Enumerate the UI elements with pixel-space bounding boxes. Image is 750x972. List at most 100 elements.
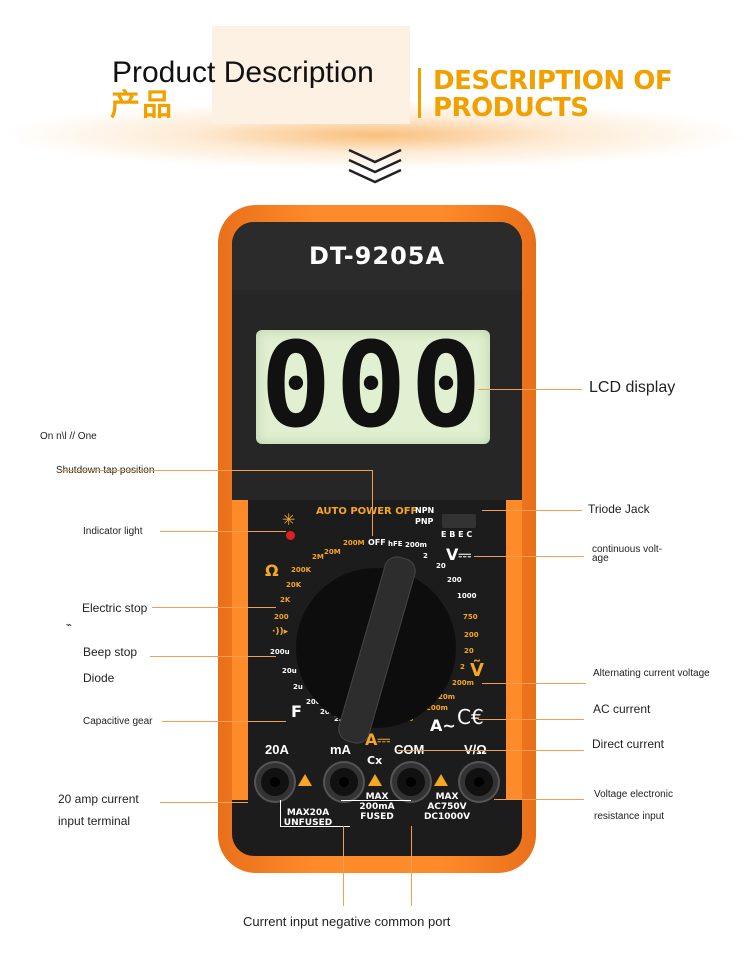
callout-lcd: LCD display [589, 379, 676, 396]
pnp-label: PNP [415, 517, 434, 526]
aac-range-1: 200m [426, 704, 448, 712]
warning-icon [368, 774, 382, 786]
callout-cont-volt-line2: age [592, 553, 609, 564]
callout-20a-line2: input terminal [58, 814, 131, 828]
dcv-range-1: 2 [423, 552, 428, 560]
cap-range-3: 200n [306, 698, 326, 706]
triode-jack-socket[interactable] [442, 514, 476, 528]
resistor-icon: ⌁ [66, 620, 73, 631]
callout-indicator: Indicator light [83, 526, 143, 537]
port-label-com: COM [394, 742, 425, 757]
ac-volt-symbol: Ṽ [470, 660, 484, 681]
aac-range-0: 20m [438, 693, 456, 701]
ohm-range-3: 200K [291, 566, 312, 574]
callout-common-port: Current input negative common port [243, 914, 451, 929]
dcv-range-2: 20 [436, 562, 446, 570]
limit-20a: MAX20A UNFUSED [283, 808, 333, 828]
ohm-range-4: 20K [286, 581, 302, 589]
callout-volt-res-line2: resistance input [594, 811, 665, 822]
auto-power-off-label: AUTO POWER OFF [316, 506, 418, 517]
acv-range-4: 200m [452, 679, 474, 687]
sun-icon: ✳ [282, 512, 296, 529]
acv-range-3: 2 [460, 663, 465, 671]
leader-line [482, 683, 586, 684]
dcv-range-4: 1000 [457, 592, 477, 600]
diode-symbol-icon: ·))▸ [272, 627, 289, 637]
meter-top-band [232, 222, 522, 294]
meter-model: DT-9205A [308, 242, 446, 270]
acv-range-0: 750 [463, 613, 478, 621]
leader-line [372, 470, 373, 536]
lcd-display [256, 330, 490, 444]
dc-amp-symbol: A⎓ [365, 730, 391, 749]
header-title-cn: 产品 [110, 89, 174, 122]
cap-range-0: 200u [270, 648, 290, 656]
dcv-range-0: 200m [405, 541, 427, 549]
header-title-en: DESCRIPTION OF PRODUCTS [433, 66, 673, 123]
ohm-range-6: 200 [274, 613, 289, 621]
callout-beep-stop: Beep stop [83, 645, 138, 659]
leader-line [411, 826, 412, 906]
leader-line [343, 826, 344, 906]
leader-line [60, 470, 372, 471]
header-divider [418, 68, 421, 118]
ac-amp-symbol: A~ [430, 716, 456, 735]
callout-on-off: On n\l // One [40, 431, 97, 442]
callout-capacitive: Capacitive gear [83, 716, 153, 727]
leader-line [478, 719, 584, 720]
leader-line [160, 802, 248, 803]
cap-range-2: 2u [293, 683, 303, 691]
leader-line [160, 531, 286, 532]
callout-diode: Diode [83, 671, 115, 685]
leader-line [152, 607, 276, 608]
header-title-en-line2: PRODUCTS [433, 93, 589, 123]
callout-volt-res-line1: Voltage electronic [594, 789, 673, 800]
hfe-label: hFE [388, 540, 403, 548]
leader-line [482, 510, 582, 511]
limit-ma: MAX 200mA FUSED [359, 792, 395, 822]
dc-volt-symbol: V⎓ [446, 545, 472, 564]
warning-icon [434, 774, 448, 786]
cap-range-1: 20u [282, 667, 297, 675]
bracket-line [280, 800, 281, 826]
npn-label: NPN [415, 506, 435, 515]
limit-v: MAX AC750V DC1000V [423, 792, 471, 822]
page-title: Product Description [112, 56, 374, 89]
port-label-20a: 20A [265, 742, 289, 757]
warning-icon [298, 774, 312, 786]
jack-com[interactable] [392, 763, 430, 801]
bracket-line [341, 800, 411, 801]
leader-line [162, 721, 286, 722]
callout-ac-current: AC current [593, 702, 651, 716]
ohm-range-5: 2K [280, 596, 291, 604]
side-trim-right [506, 500, 522, 800]
callout-20a-line1: 20 amp current [58, 792, 139, 806]
callout-electric-stop: Electric stop [82, 601, 148, 615]
port-label-ma: mA [330, 742, 351, 757]
callout-triode: Triode Jack [588, 502, 650, 516]
dcv-range-3: 200 [447, 576, 462, 584]
capacitance-symbol: F [291, 702, 302, 721]
off-label: OFF [368, 538, 386, 547]
header-title-en-line1: DESCRIPTION OF [433, 66, 673, 96]
leader-line [398, 750, 584, 751]
chevron-down-icon [348, 148, 402, 184]
callout-dc-current: Direct current [592, 737, 665, 751]
acv-range-2: 20 [464, 647, 474, 655]
leader-line [478, 389, 582, 390]
ebec-label: E B E C [441, 530, 473, 539]
ohm-range-0: 200M [343, 539, 365, 547]
bracket-line [280, 826, 350, 827]
callout-cont-volt-line1: continuous volt- [592, 544, 663, 555]
leader-line [494, 799, 584, 800]
cx-label: Cx [367, 754, 383, 767]
acv-range-1: 200 [464, 631, 479, 639]
ohm-range-1: 20M [324, 548, 341, 556]
callout-ac-voltage: Alternating current voltage [593, 668, 710, 679]
jack-vohm[interactable] [460, 763, 498, 801]
leader-line [150, 656, 276, 657]
jack-ma[interactable] [325, 763, 363, 801]
header-highlight-box [212, 26, 410, 124]
side-trim-left [232, 500, 248, 800]
jack-20a[interactable] [256, 763, 294, 801]
